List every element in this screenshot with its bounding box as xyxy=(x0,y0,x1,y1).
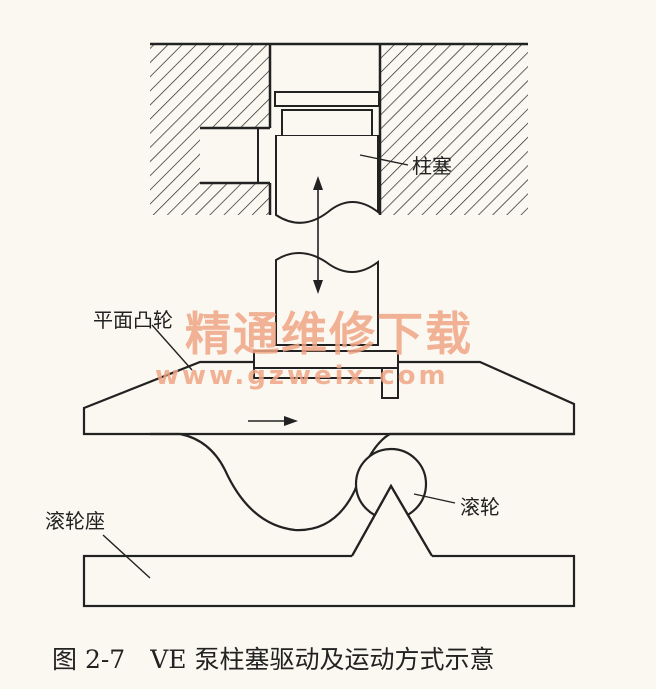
face-cam-label: 平面凸轮 xyxy=(93,308,173,332)
figure-caption: 图 2-7 VE 泵柱塞驱动及运动方式示意 xyxy=(52,645,494,674)
pump-housing xyxy=(150,42,528,215)
roller xyxy=(351,447,433,557)
reciprocating-arrow xyxy=(313,176,323,294)
watermark-title: 精通维修下载 xyxy=(185,307,473,361)
leader-lines xyxy=(102,154,456,579)
plunger-label: 柱塞 xyxy=(412,154,452,178)
plunger-lower xyxy=(275,252,379,346)
plunger-upper xyxy=(274,91,380,224)
face-cam xyxy=(82,350,576,532)
roller-seat-label: 滚轮座 xyxy=(45,509,105,533)
watermark-url: www.gzweix.com xyxy=(155,361,449,391)
roller-seat xyxy=(82,483,576,608)
roller-label: 滚轮 xyxy=(460,495,500,519)
